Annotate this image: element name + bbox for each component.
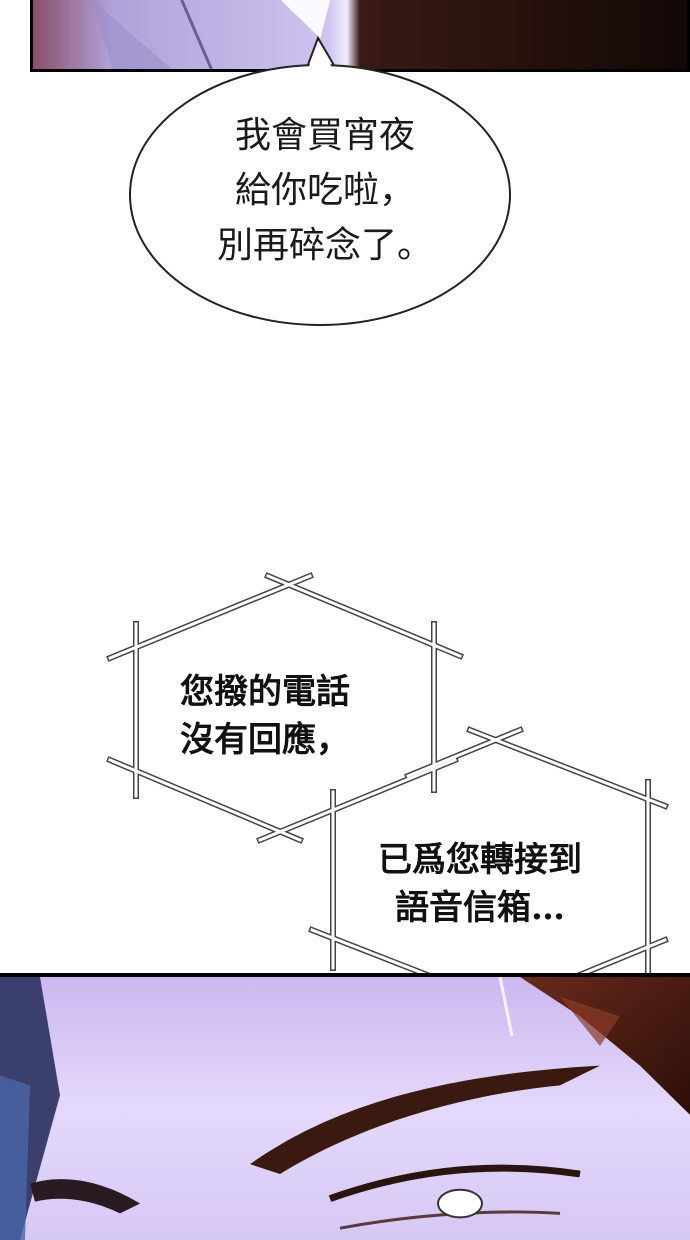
top-comic-panel bbox=[30, 0, 690, 72]
speech-line-1: 我會買宵夜 bbox=[234, 115, 415, 156]
phone-message-2: 已爲您轉接到 語音信箱… bbox=[378, 836, 582, 932]
hexagon-frames bbox=[106, 572, 669, 1024]
speech-line-2: 給你吃啦， bbox=[234, 170, 415, 211]
bottom-panel-artwork bbox=[0, 977, 690, 1240]
phone-message-area: 您撥的電話 沒有回應， 已爲您轉接到 語音信箱… bbox=[0, 560, 690, 1030]
phone-message-1: 您撥的電話 沒有回應， bbox=[180, 668, 350, 764]
phone-message-2-line-1: 已爲您轉接到 bbox=[378, 840, 582, 880]
speech-bubble-text: 我會買宵夜 給你吃啦， 別再碎念了。 bbox=[200, 108, 450, 273]
phone-message-2-line-2: 語音信箱… bbox=[395, 888, 565, 928]
speech-bubble-shape bbox=[129, 35, 511, 326]
speech-bubble: 我會買宵夜 給你吃啦， 別再碎念了。 bbox=[0, 0, 690, 340]
phone-message-1-line-2: 沒有回應， bbox=[180, 720, 350, 760]
top-panel-artwork bbox=[33, 0, 687, 69]
speech-line-3: 別再碎念了。 bbox=[216, 225, 433, 266]
bottom-comic-panel bbox=[0, 973, 690, 1240]
phone-message-1-line-1: 您撥的電話 bbox=[180, 672, 350, 712]
